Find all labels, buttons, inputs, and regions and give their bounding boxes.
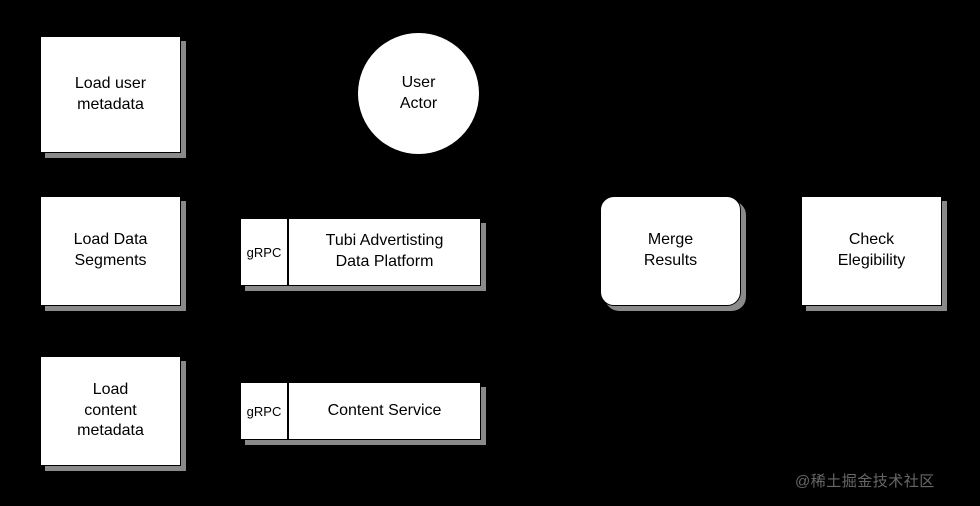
node-label: Load user metadata [74, 74, 147, 113]
service-tubi-advertisting-data-platform[interactable]: gRPC Tubi Advertisting Data Platform [240, 218, 481, 286]
service-protocol-label: gRPC [241, 219, 289, 285]
node-check-elegibility[interactable]: Check Elegibility [801, 196, 942, 306]
node-label: Load content metadata [77, 380, 144, 440]
watermark: @稀土掘金技术社区 [795, 473, 935, 490]
service-protocol-label: gRPC [241, 383, 289, 439]
node-user-actor[interactable]: User Actor [358, 33, 479, 154]
node-merge-results[interactable]: Merge Results [600, 196, 741, 306]
node-load-user-metadata[interactable]: Load user metadata [40, 36, 181, 153]
service-content-service[interactable]: gRPC Content Service [240, 382, 481, 440]
node-load-data-segments[interactable]: Load Data Segments [40, 196, 181, 306]
node-label: User Actor [399, 73, 438, 112]
node-load-content-metadata[interactable]: Load content metadata [40, 356, 181, 466]
node-label: Merge Results [643, 231, 698, 269]
node-label: Load Data Segments [73, 231, 148, 269]
service-name-label: Content Service [327, 401, 442, 419]
node-label: Check Elegibility [837, 231, 906, 269]
service-name-label: Tubi Advertisting Data Platform [325, 232, 444, 270]
